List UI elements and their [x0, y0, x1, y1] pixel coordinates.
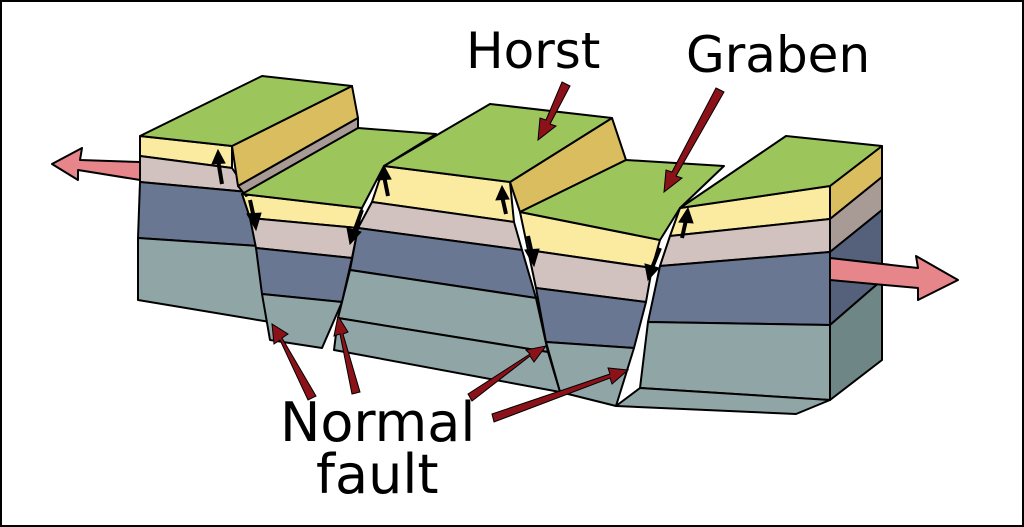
- normal-fault-label-line2: fault: [316, 443, 439, 506]
- extension-arrow-left-icon: [51, 147, 141, 181]
- graben-label: Graben: [686, 26, 871, 84]
- extension-arrow-icon: [51, 147, 959, 301]
- extension-arrow-right-icon: [829, 255, 959, 301]
- horst-label: Horst: [466, 22, 601, 80]
- normal-fault-label-line1: Normal: [280, 391, 476, 454]
- slip-arrow-icon: [211, 148, 694, 282]
- right-horst-top: [679, 135, 883, 209]
- top-surfaces: [139, 75, 883, 241]
- central-horst-top: [383, 103, 613, 183]
- left-horst-top: [139, 75, 353, 147]
- pointer-arrow-icon: [271, 81, 725, 423]
